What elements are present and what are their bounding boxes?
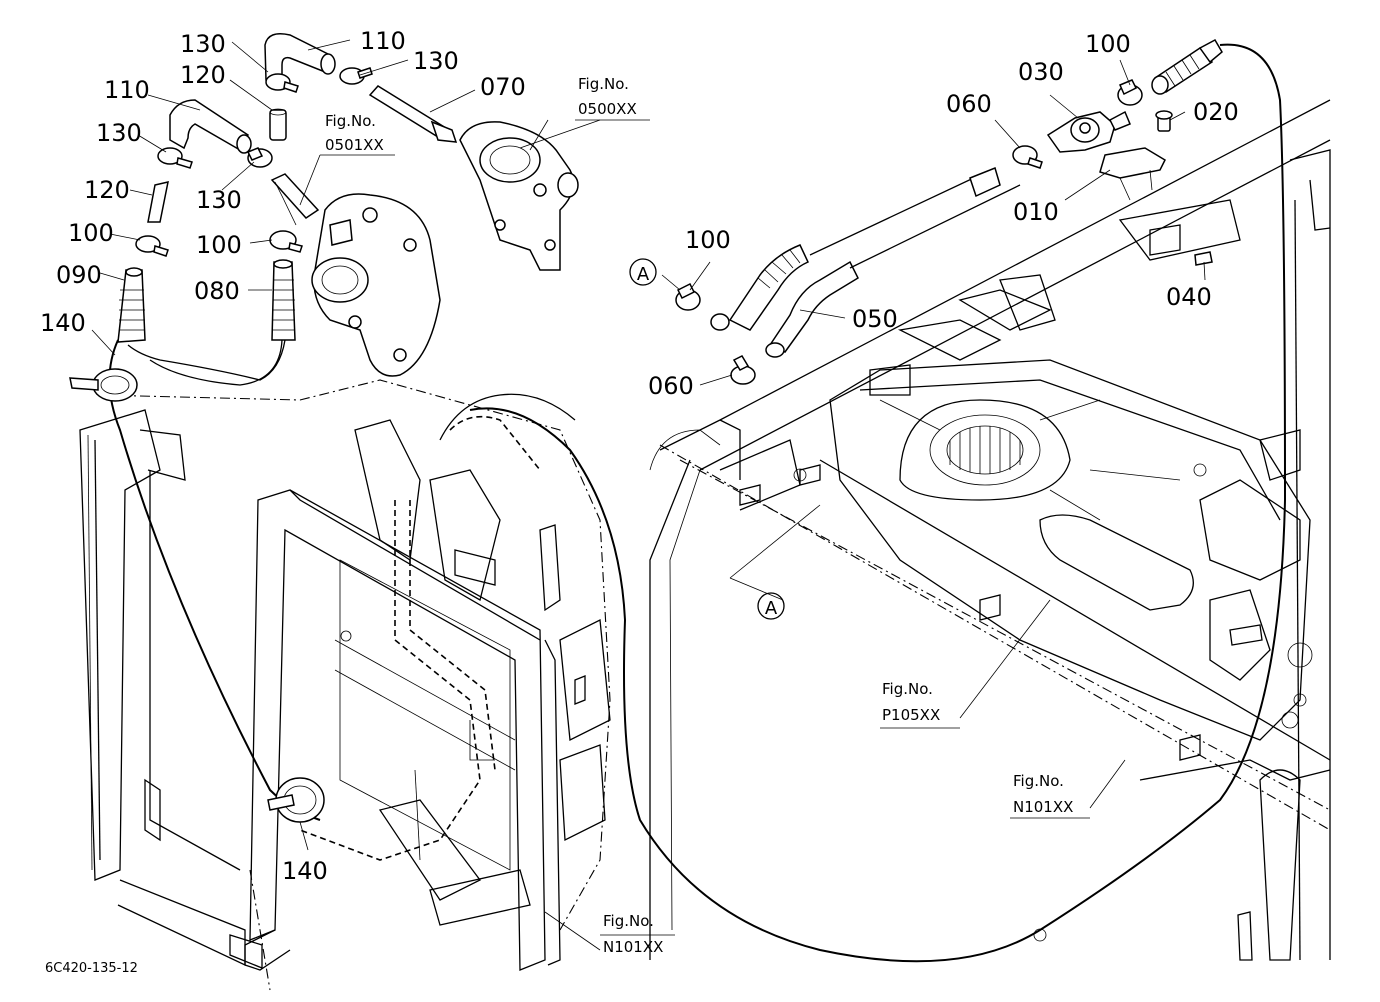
- fig-ref-0501xx-code: 0501XX: [325, 136, 384, 154]
- callout-100-left: 100: [68, 219, 114, 247]
- left-small-parts: [91, 33, 675, 951]
- fig-ref-0501xx-label: Fig.No.: [325, 112, 376, 130]
- callout-020: 020: [1193, 98, 1239, 126]
- fig-ref-n101xx-bottom-code: N101XX: [603, 938, 663, 956]
- fig-ref-0500xx-code: 0500XX: [578, 100, 637, 118]
- callout-140-lower: 140: [282, 857, 328, 885]
- callout-120-top: 120: [180, 61, 226, 89]
- right-hose-parts: [519, 38, 1223, 819]
- marker-a-bottom: A: [757, 592, 785, 620]
- callout-080: 080: [194, 277, 240, 305]
- marker-a-top: A: [629, 258, 657, 286]
- callout-030: 030: [1018, 58, 1064, 86]
- callout-100-center: 100: [196, 231, 242, 259]
- callout-040: 040: [1166, 283, 1212, 311]
- fig-ref-p105xx-code: P105XX: [882, 706, 940, 724]
- callout-060-lower: 060: [648, 372, 694, 400]
- callout-140-upper: 140: [40, 309, 86, 337]
- callout-110-top: 110: [360, 27, 406, 55]
- figure-references: Fig.No. 0500XX Fig.No. 0501XX Fig.No. P1…: [325, 75, 1073, 956]
- fig-ref-n101xx-right-code: N101XX: [1013, 798, 1073, 816]
- fig-ref-n101xx-right-label: Fig.No.: [1013, 772, 1064, 790]
- marker-a-bottom-text: A: [765, 598, 778, 619]
- marker-a-top-text: A: [637, 264, 650, 285]
- callout-120-left: 120: [84, 176, 130, 204]
- right-frame-structure: [649, 99, 1331, 961]
- callout-070: 070: [480, 73, 526, 101]
- callout-060-upper: 060: [946, 90, 992, 118]
- callout-130-top: 130: [180, 30, 226, 58]
- callout-050: 050: [852, 305, 898, 333]
- drawing-code: 6C420-135-12: [45, 961, 138, 976]
- callout-100-right: 100: [685, 226, 731, 254]
- fig-ref-0500xx-label: Fig.No.: [578, 75, 629, 93]
- left-hose-routing: [69, 43, 1287, 963]
- left-frame-structure: [79, 379, 611, 991]
- fig-ref-n101xx-bottom-label: Fig.No.: [603, 912, 654, 930]
- callout-110-left: 110: [104, 76, 150, 104]
- callout-130-center: 130: [196, 186, 242, 214]
- callout-130-top-right: 130: [413, 47, 459, 75]
- fig-ref-p105xx-label: Fig.No.: [882, 680, 933, 698]
- callout-100-top-right: 100: [1085, 30, 1131, 58]
- callout-090: 090: [56, 261, 102, 289]
- callout-010: 010: [1013, 198, 1059, 226]
- callout-labels: 130 110 120 130 110 070 130 130 120 100 …: [40, 27, 1239, 885]
- callout-130-left: 130: [96, 119, 142, 147]
